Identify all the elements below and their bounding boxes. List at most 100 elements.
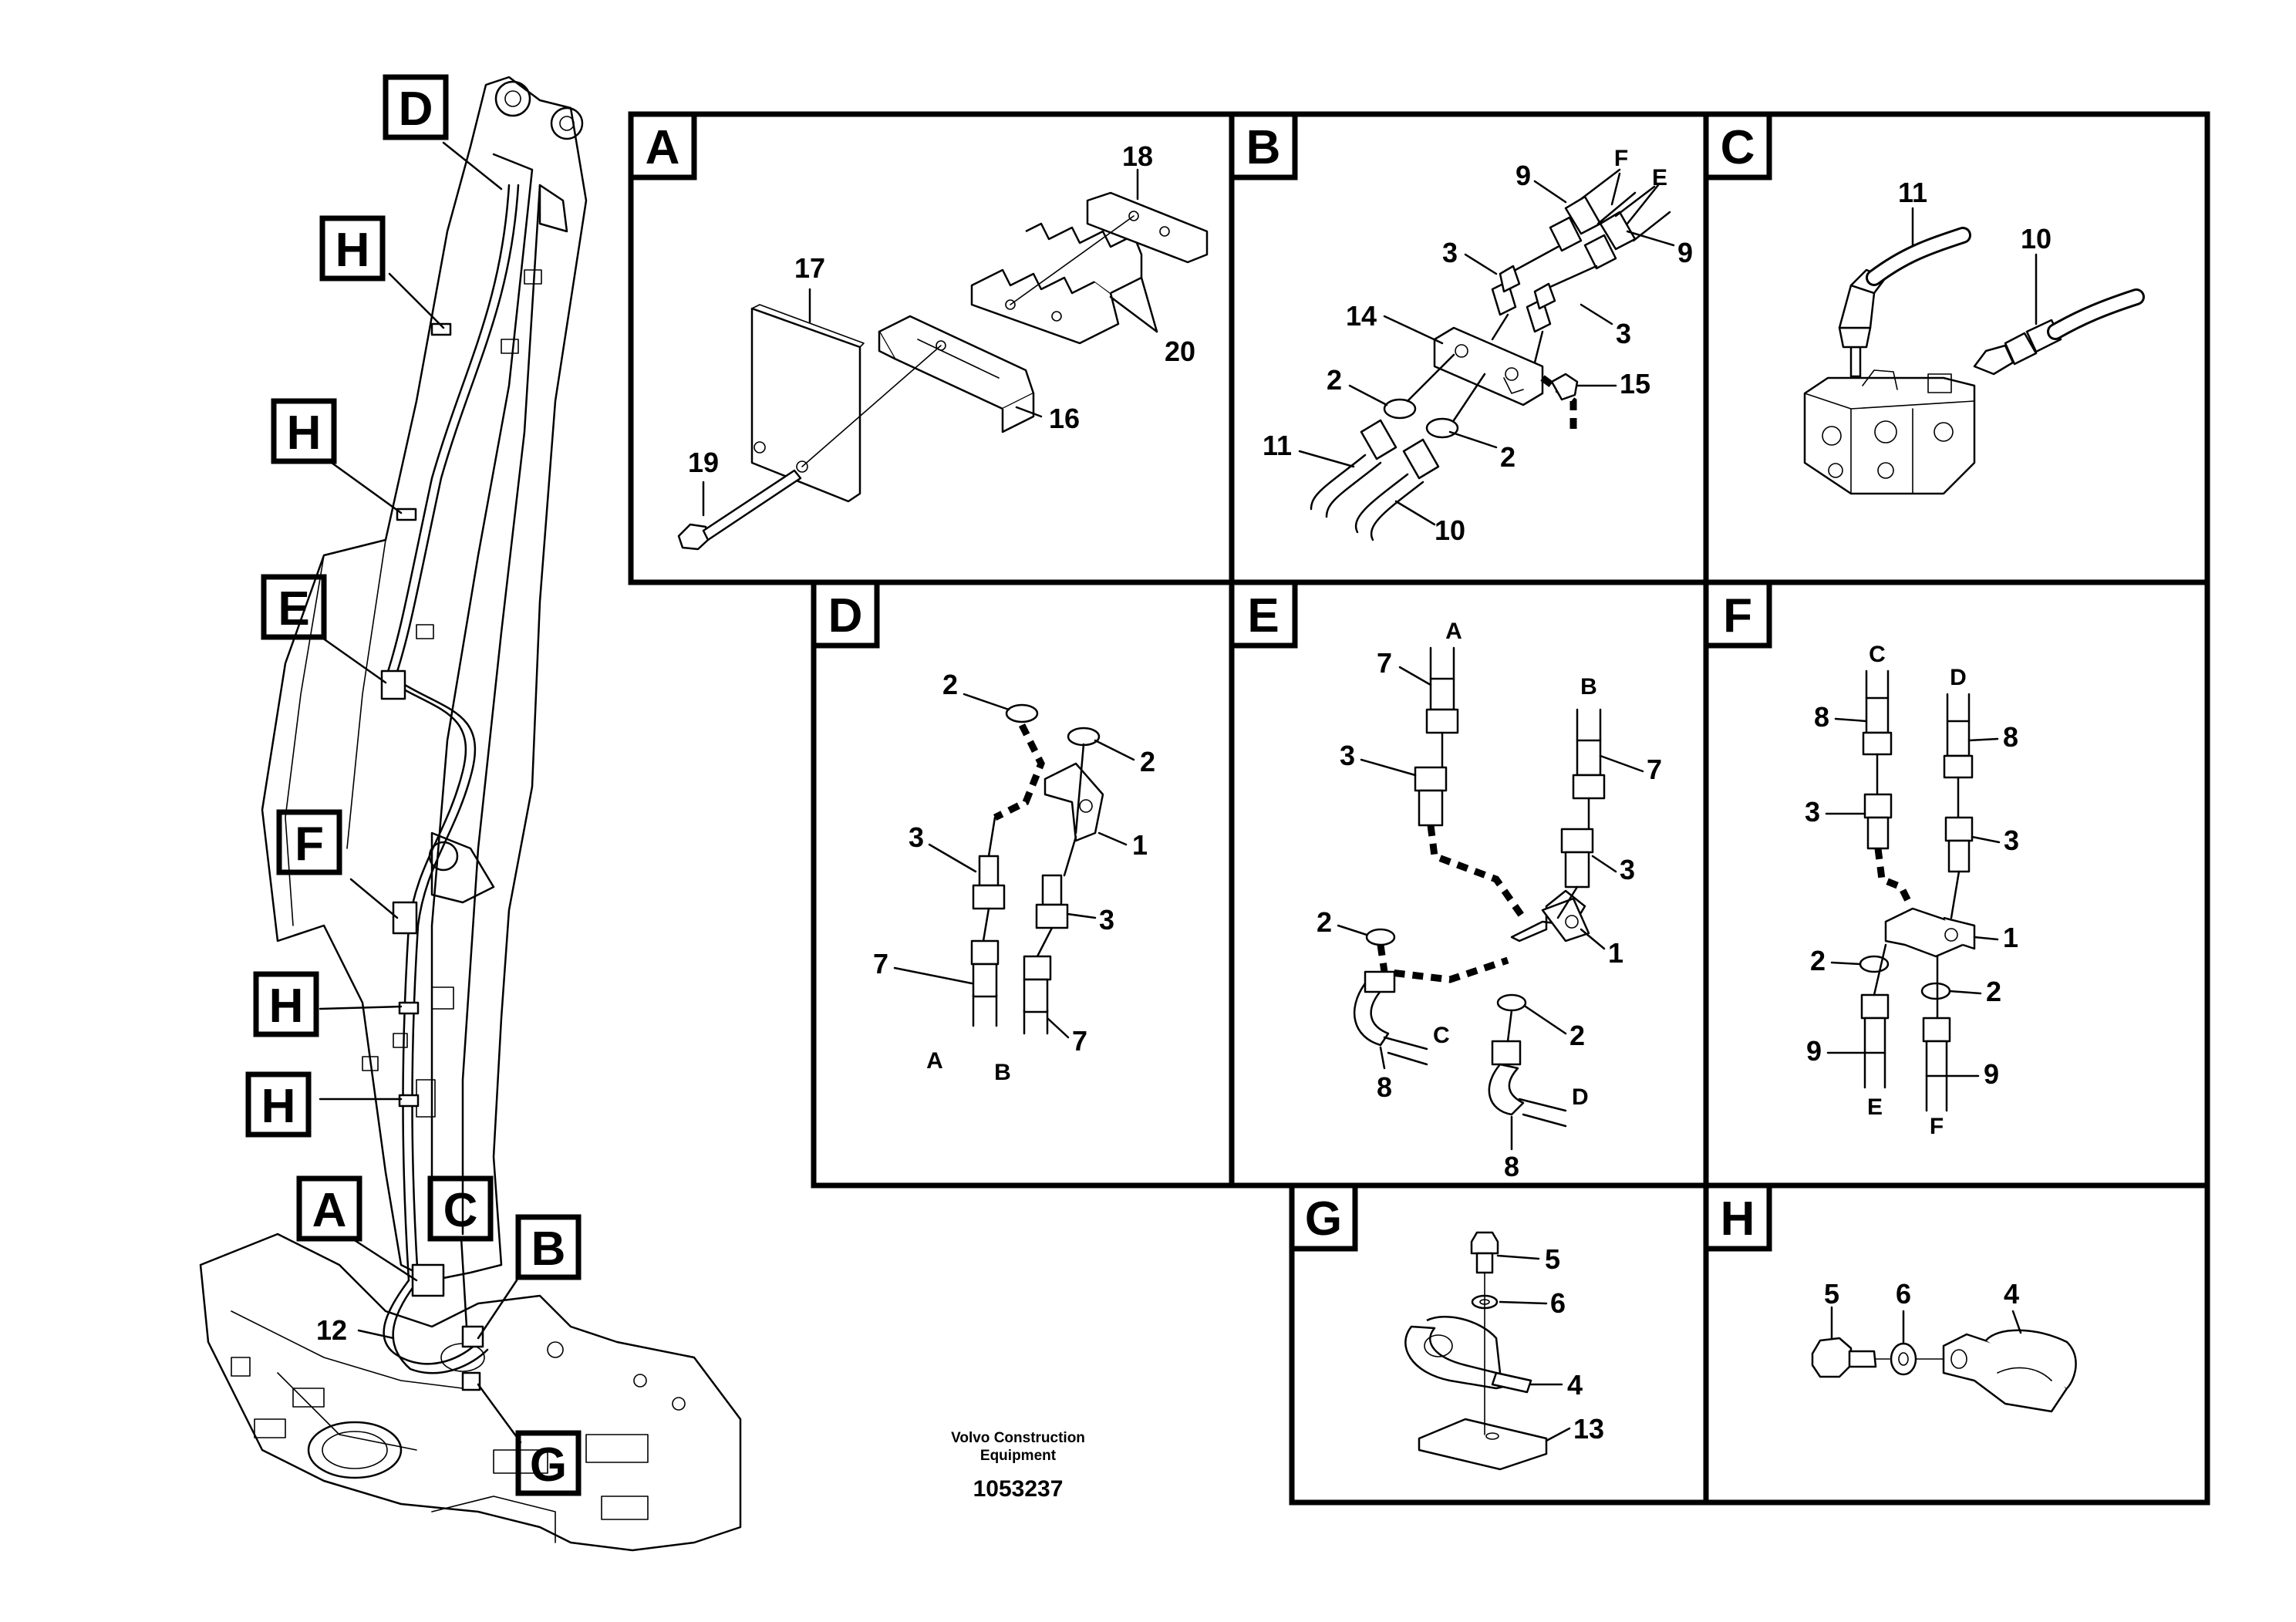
panel-E-label-1: 7 [1377,647,1392,679]
callout-H4-text: H [261,1080,296,1133]
panel-grid: A B C D E F G H [628,111,2210,1506]
panel-F: C D 8 8 3 3 1 2 2 9 9 E F [1805,642,2019,1139]
callout-F-text: F [295,818,324,871]
callout-D-text: D [399,83,433,136]
panel-D-title: D [828,589,863,642]
panel-G-label-2: 4 [1567,1369,1583,1401]
panel-D-label-8: B [994,1060,1011,1085]
callout-box-H4 [245,1071,312,1138]
company-line-2: Equipment [980,1448,1057,1464]
callout-12-text: 12 [316,1314,347,1346]
panel-E-label-8: 2 [1569,1020,1585,1051]
panel-E-label-0: A [1445,619,1462,644]
panel-B-label-6: 14 [1346,300,1377,332]
panel-F-label-4: 3 [1805,796,1820,828]
panel-G-title: G [1305,1192,1342,1246]
panel-C-title: C [1721,121,1755,174]
panel-B-label-0: 9 [1515,160,1531,191]
panel-D-label-5: 7 [873,948,888,980]
callout-G-text: G [530,1438,567,1492]
panel-E: A 7 B 3 7 3 1 2 2 C 8 D 8 [1317,619,1662,1182]
panel-B-label-3: 9 [1677,237,1693,268]
panel-G: 5 6 4 13 [1404,1231,1604,1471]
callout-box-H3 [253,971,319,1037]
panel-F-title: F [1723,589,1752,642]
panel-F-label-0: C [1869,642,1886,667]
panel-E-label-9: C [1433,1023,1450,1048]
panel-H-label-0: 5 [1824,1278,1839,1310]
callout-box-D [383,74,449,140]
panel-D-label-2: 1 [1132,829,1148,861]
panel-F-label-6: 1 [2003,922,2018,953]
callout-box-G [515,1430,582,1496]
callout-E-text: E [278,582,309,636]
callout-box-H2 [271,398,337,464]
panel-H-label-1: 6 [1896,1278,1911,1310]
panel-B-label-10: 2 [1500,441,1515,473]
panel-D-label-6: 7 [1072,1025,1087,1057]
callout-C-text: C [443,1184,478,1237]
panel-A-label-2: 20 [1165,336,1195,367]
panel-A-title: A [646,121,680,174]
panel-B-label-8: 15 [1620,368,1650,400]
panel-F-label-10: 9 [1984,1058,1999,1090]
panel-H-title: H [1721,1192,1755,1246]
panel-B-label-2: E [1652,165,1667,191]
callout-box-B [515,1214,582,1280]
panel-D-label-1: 2 [1140,746,1155,777]
panel-F-label-1: D [1950,665,1967,690]
callout-A-text: A [312,1184,347,1237]
panel-E-label-3: 3 [1340,740,1355,771]
panel-D: 2 2 1 3 3 7 7 A B [873,669,1155,1085]
panel-B-label-9: 11 [1263,430,1292,461]
callout-H3-text: H [269,980,304,1033]
panel-B-label-7: 2 [1327,364,1342,396]
panel-E-label-10: 8 [1377,1071,1392,1103]
panel-C-label-1: 10 [2021,223,2052,255]
panel-D-label-4: 3 [1099,904,1114,936]
company-line-1: Volvo Construction [951,1430,1085,1446]
panel-E-label-6: 1 [1608,937,1623,969]
panel-G-label-3: 13 [1573,1413,1604,1445]
panel-A-label-1: 17 [794,252,825,284]
panel-F-label-7: 2 [1810,945,1826,976]
callout-H2-text: H [287,406,322,460]
footer: Volvo Construction Equipment 1053237 [951,1430,1085,1502]
panel-B: 9 F E 9 3 3 14 2 15 11 2 10 [1263,146,1693,546]
panel-A: 18 17 20 16 19 [677,140,1209,551]
panel-A-label-3: 16 [1049,403,1080,434]
panel-F-label-8: 2 [1986,976,2001,1007]
panel-A-label-0: 18 [1122,140,1153,172]
panel-E-label-5: 3 [1620,854,1635,885]
panel-D-label-3: 3 [909,821,924,853]
panel-F-label-3: 8 [2003,721,2018,753]
callout-box-H1 [319,215,386,282]
panel-G-label-1: 6 [1550,1287,1566,1319]
panel-B-label-5: 3 [1616,318,1631,349]
panel-C-label-0: 11 [1898,177,1927,208]
callout-box-A [296,1175,362,1242]
panel-F-label-12: F [1930,1114,1944,1139]
panel-F-label-9: 9 [1806,1035,1822,1067]
callout-box-C [427,1175,494,1242]
callout-B-text: B [531,1222,566,1276]
panel-B-title: B [1246,121,1281,174]
panel-B-label-11: 10 [1435,514,1465,546]
panel-E-label-2: B [1580,674,1597,700]
panel-H-label-2: 4 [2004,1278,2019,1310]
panel-B-label-1: F [1614,146,1628,171]
drawing-number: 1053237 [973,1476,1064,1502]
boom-overview [199,76,742,1552]
panel-E-label-12: 8 [1504,1151,1519,1182]
callout-boxes: D H H E F H H A C B G 12 [245,74,582,1496]
panel-E-label-7: 2 [1317,906,1332,938]
panel-D-label-7: A [926,1048,943,1074]
panel-H: 5 6 4 [1811,1278,2077,1413]
panel-F-label-5: 3 [2004,824,2019,856]
panel-C: 11 10 [1803,177,2145,495]
callout-box-F [276,809,342,875]
panel-A-label-4: 19 [688,447,719,478]
panel-E-label-11: D [1572,1084,1589,1110]
callout-box-E [261,574,327,640]
